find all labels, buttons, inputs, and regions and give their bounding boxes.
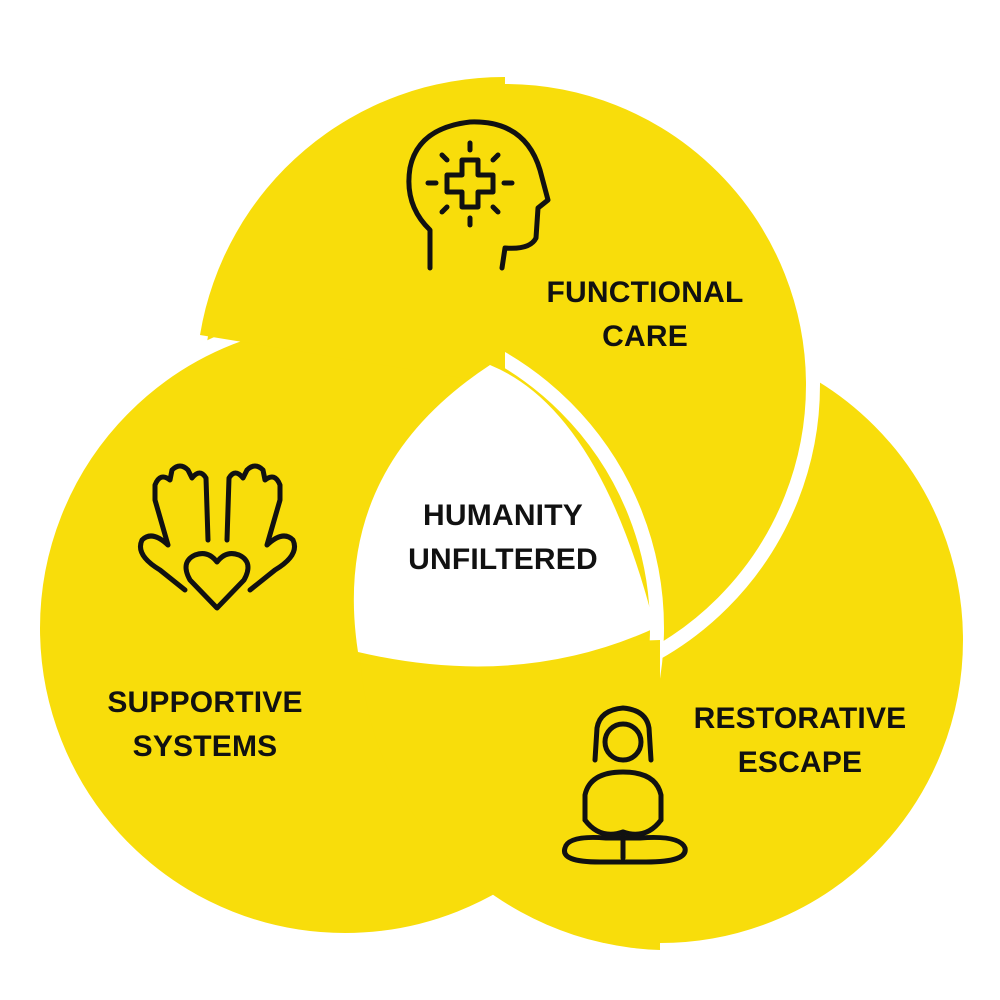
- functional-care-label-line2: CARE: [602, 320, 688, 353]
- center-region: [353, 365, 655, 667]
- circles: [26, 70, 977, 957]
- seam-right-over-left: [360, 640, 660, 950]
- supportive-systems-label-line1: SUPPORTIVE: [107, 686, 302, 719]
- supportive-systems-label-line2: SYSTEMS: [133, 730, 278, 763]
- center-label-line2: UNFILTERED: [408, 543, 598, 576]
- center-label-line1: HUMANITY: [423, 499, 583, 532]
- functional-care-label-line1: FUNCTIONAL: [547, 276, 744, 309]
- restorative-escape-label-line2: ESCAPE: [738, 746, 863, 779]
- hands-heart-icon: [138, 463, 297, 611]
- seam-top-over-left: [200, 76, 505, 385]
- meditation-icon: [561, 705, 688, 865]
- restorative-escape-label-line1: RESTORATIVE: [694, 702, 907, 735]
- mind-health-icon: [406, 119, 551, 271]
